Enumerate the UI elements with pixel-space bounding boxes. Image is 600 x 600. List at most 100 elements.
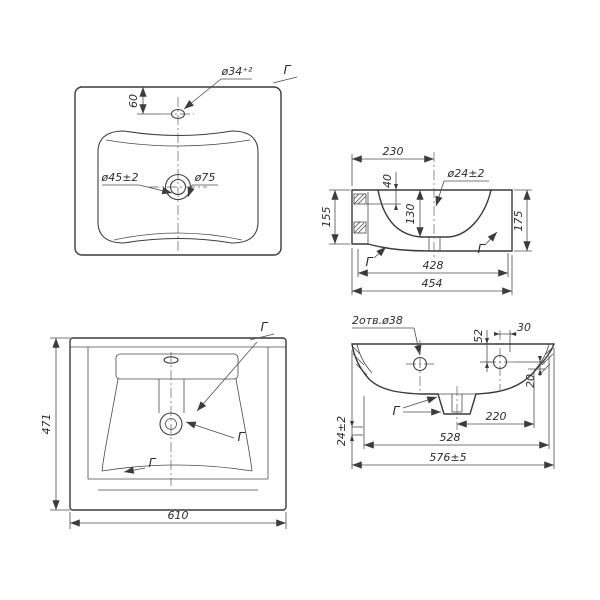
leader-line [138, 184, 173, 195]
dim-text-30: 30 [517, 321, 531, 334]
callout-holes: 2отв.ø38 [352, 314, 422, 356]
callout-hole-24: ø24±2 [435, 167, 489, 207]
dim-454: 454 [351, 248, 513, 295]
hatch-line [352, 346, 361, 355]
dim-40: 40 [366, 172, 401, 210]
detail-label-text: Г [393, 403, 401, 418]
dim-text-52: 52 [472, 329, 485, 343]
hatch-line [353, 222, 365, 234]
hatch-line [353, 193, 365, 205]
dim-arrow [510, 332, 516, 336]
detail-label-text: Г [149, 455, 157, 470]
dim-528: 528 [363, 356, 550, 449]
hatch-line [357, 224, 367, 234]
dim-text-45: ø45±2 [101, 171, 139, 184]
leader-line [484, 231, 498, 246]
hatch-line [352, 353, 365, 366]
dim-52: 52 [472, 329, 493, 372]
dim-text-576: 576±5 [429, 451, 466, 464]
dim-arrow [494, 332, 500, 336]
back-mount-section [353, 193, 367, 234]
dim-text-20: 20 [524, 374, 537, 388]
dim-text-24: 24±2 [335, 416, 348, 446]
dim-text-175: 175 [512, 211, 525, 232]
plan-bowl-contour-top [105, 139, 251, 147]
side-label-right: Г [478, 231, 498, 256]
hatch-line [357, 195, 367, 205]
dim-arrow [350, 435, 354, 441]
view-label-text: Г [261, 319, 269, 334]
dim-20: 20 [514, 356, 545, 388]
dim-arrow [394, 204, 398, 210]
view-plan: 60 ø34⁺² Г ø45±2 ø75 [74, 62, 298, 256]
dim-arrow [394, 184, 398, 190]
callout-faucet-dia: ø34⁺² [183, 65, 253, 110]
detail-label-text: Г [366, 254, 374, 269]
plan-bowl-outline [97, 130, 259, 244]
hatch-line [353, 221, 361, 229]
dim-arrow [485, 362, 489, 368]
front-label-top: Г [196, 319, 275, 412]
hatch-line [355, 363, 368, 376]
dim-text-220: 220 [486, 410, 507, 423]
leader-line [402, 396, 438, 409]
leader-line [123, 466, 146, 474]
leader-line [183, 78, 222, 110]
leader-line [435, 180, 445, 207]
front-faucet-platform [115, 353, 239, 380]
dim-471: 471 [40, 337, 70, 511]
view-front-section: 2отв.ø38 52 30 20 220 [335, 314, 555, 469]
leader-line [185, 421, 235, 439]
label-tick [249, 333, 275, 341]
dim-24: 24±2 [335, 416, 363, 446]
side-label-left: Г [366, 246, 387, 269]
callout-drain-75: ø75 [187, 171, 218, 198]
side-bowl-profile [377, 189, 492, 238]
dim-text-130: 130 [404, 204, 417, 225]
dim-230: 230 [351, 145, 434, 186]
view-front: 471 610 Г Г Г [40, 319, 287, 529]
dim-arrow [350, 421, 354, 427]
leader-line [413, 327, 422, 356]
dim-30: 30 [494, 321, 531, 352]
front-label-mid: Г [185, 421, 246, 444]
plan-sink-outline [74, 86, 282, 256]
dim-text-528: 528 [440, 431, 461, 444]
dim-155: 155 [320, 189, 350, 245]
front-skirt-left [101, 378, 119, 472]
dim-576: 576±5 [351, 348, 555, 469]
hatch-line [545, 346, 554, 355]
hatch-line [353, 193, 360, 200]
detail-label-text: Г [478, 241, 486, 256]
view-side-section: 230 40 ø24±2 155 130 175 [320, 145, 532, 295]
dim-130: 130 [404, 190, 424, 237]
dim-text-454: 454 [422, 277, 443, 290]
callout-drain-45: ø45±2 [101, 171, 173, 195]
plan-view-label: Г [272, 62, 298, 84]
front-skirt-bottom [101, 464, 253, 472]
dim-text-428: 428 [423, 259, 444, 272]
dim-arrow [538, 369, 542, 375]
dim-text-471: 471 [40, 414, 53, 435]
dim-arrow [538, 356, 542, 362]
front-sink-outline [69, 337, 287, 511]
dim-text-60: 60 [127, 94, 140, 108]
dim-220: 220 [457, 372, 535, 428]
dim-text-75: ø75 [194, 171, 216, 184]
dim-428: 428 [357, 249, 509, 277]
fsec-label-detail: Г [393, 396, 441, 418]
view-label-text: Г [284, 62, 292, 77]
front-label-bottom: Г [123, 455, 157, 474]
fsec-rim-inner-left [356, 343, 373, 374]
dim-text-40: 40 [381, 174, 394, 188]
front-skirt-right [235, 378, 253, 472]
dim-text-155: 155 [320, 207, 333, 228]
leader-line [196, 341, 258, 412]
leader-line [187, 184, 195, 198]
dim-text-24dia: ø24±2 [447, 167, 485, 180]
detail-label-text: Г [238, 429, 246, 444]
dim-60: 60 [127, 87, 162, 115]
dim-175: 175 [512, 189, 532, 252]
